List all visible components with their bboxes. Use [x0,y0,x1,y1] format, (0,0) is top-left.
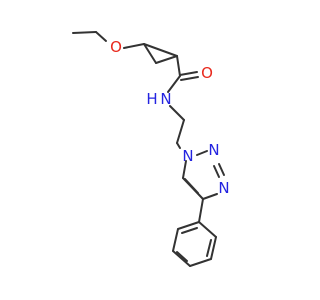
bond-cyclopropane-1 [143,43,157,64]
bond-n2-n3-a [218,163,225,176]
bond-cyclopropane-2 [155,55,178,64]
bond-ring-carbonyl [176,55,181,77]
bond-carbonyl-n [167,75,181,93]
bond-ch2-n1 [176,142,181,149]
bond-ch2-ch2 [176,119,185,144]
bond-phenyl-inner-2 [176,251,188,262]
bond-phenyl-1 [198,221,217,238]
bond-c5-n1 [182,160,187,179]
bond-phenyl-2 [210,236,217,260]
bond-n1-n2 [196,150,208,156]
molecule-structure: O O N H N N N [72,31,230,267]
bond-c4-c5-b [184,178,199,194]
bond-carbonyl-double-2 [180,76,199,81]
bond-ch3-ch2 [72,31,97,34]
atom-n3-triazole: N [218,179,229,197]
bond-n-ch2 [169,105,185,121]
atom-n1-triazole: N [182,147,193,165]
bond-phenyl-4 [172,250,191,267]
bond-triazole-phenyl [198,198,204,223]
bond-n2-n3-b [213,165,220,178]
bond-phenyl-inner-1 [206,239,212,257]
bond-n3-c4 [202,193,218,200]
atom-h-amide: H [146,90,157,108]
atom-n2-triazole: N [208,141,219,159]
atom-o-carbonyl: O [201,64,213,82]
atom-n-amide: N [160,90,171,108]
bond-ch2-o [95,31,107,42]
bond-phenyl-5 [172,228,179,252]
bond-cyclopropane-3 [143,43,178,57]
atom-o-ether: O [110,38,122,56]
bond-o-cyclopropane [123,43,145,49]
bond-phenyl-3 [189,258,212,267]
bond-phenyl-inner-3 [181,227,198,234]
bond-phenyl-6 [177,221,200,230]
bond-carbonyl-double-1 [179,71,198,76]
